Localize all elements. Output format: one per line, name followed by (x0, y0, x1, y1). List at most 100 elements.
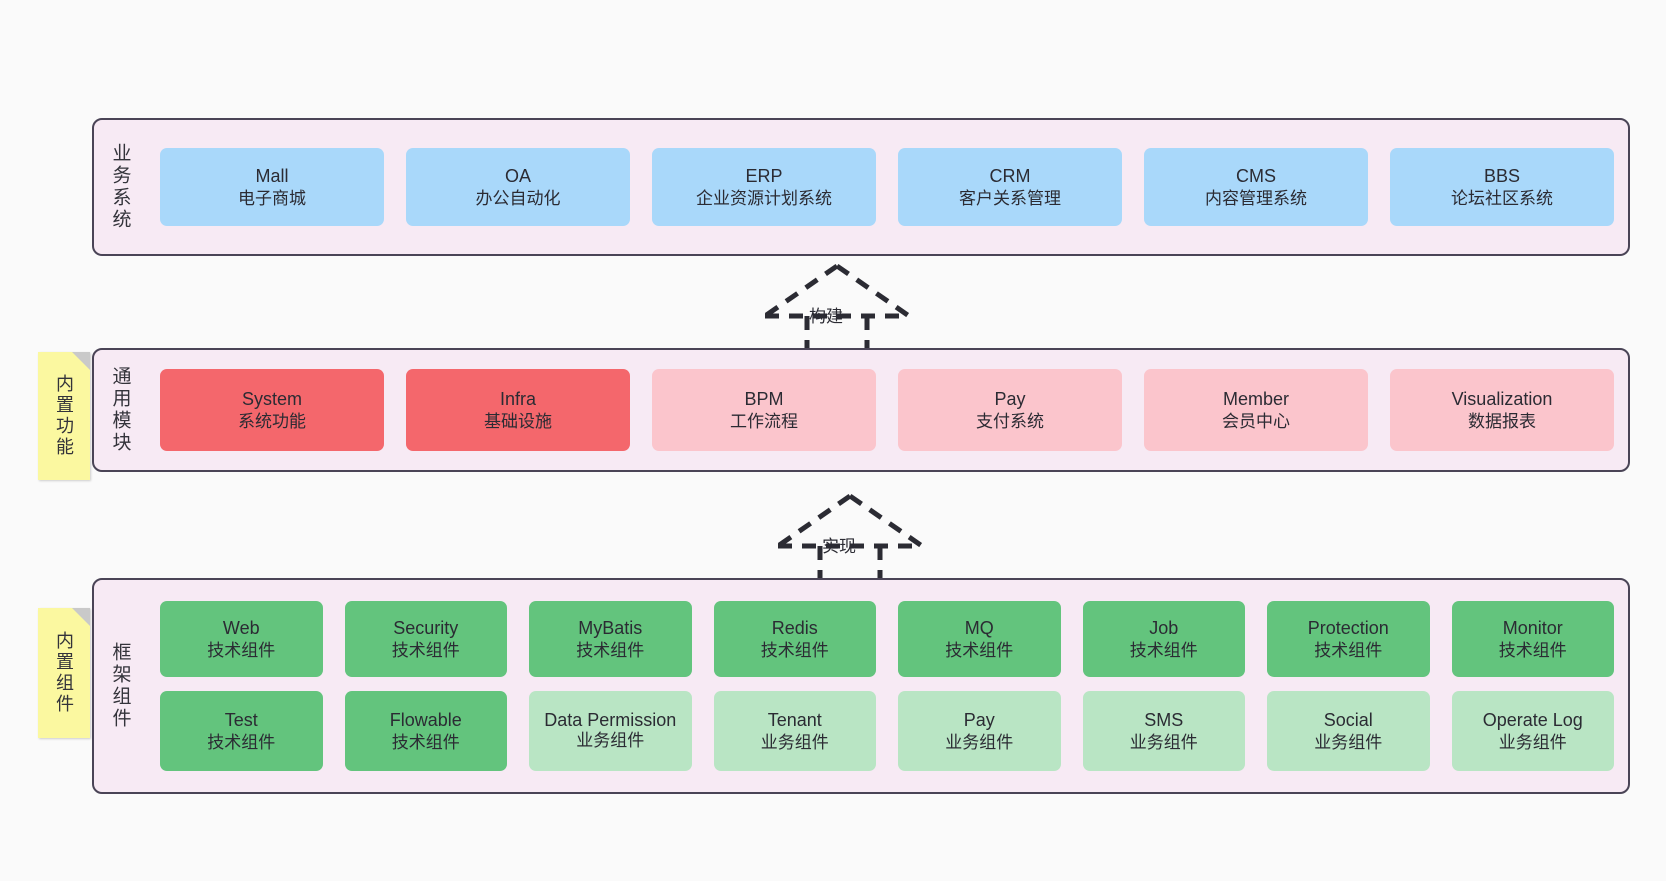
cell-row: Mall 电子商城 OA 办公自动化 ERP 企业资源计划系统 CRM 客户关系… (160, 148, 1614, 226)
node-subtitle: 基础设施 (484, 411, 552, 431)
node-title: Visualization (1451, 388, 1553, 409)
node-data-permission[interactable]: Data Permission 业务组件 (529, 691, 692, 771)
node-security[interactable]: Security 技术组件 (344, 601, 507, 677)
node-subtitle: 论坛社区系统 (1451, 188, 1553, 208)
node-title: Data Permission (544, 710, 677, 731)
node-subtitle: 技术组件 (576, 640, 645, 660)
node-title: Security (393, 617, 459, 638)
node-title: Mall (255, 165, 289, 186)
node-pay[interactable]: Pay 支付系统 (898, 369, 1122, 451)
node-subtitle: 技术组件 (207, 732, 276, 752)
node-system[interactable]: System 系统功能 (160, 369, 384, 451)
node-subtitle: 技术组件 (391, 640, 460, 660)
layer-framework-component: 框架组件 Web 技术组件 Security 技术组件 MyBatis 技术组件… (92, 578, 1630, 794)
node-title: Monitor (1502, 617, 1563, 638)
connector-build-label: 构建 (809, 307, 843, 326)
sticky-fold-icon (72, 608, 90, 626)
sticky-fold-icon (72, 352, 90, 370)
node-subtitle: 技术组件 (391, 732, 460, 752)
node-visualization[interactable]: Visualization 数据报表 (1390, 369, 1614, 451)
node-title: System (241, 388, 302, 409)
node-subtitle: 系统功能 (238, 411, 306, 431)
layer-title-common-module: 通用模块 (109, 366, 131, 454)
node-tenant[interactable]: Tenant 业务组件 (713, 691, 876, 771)
node-web[interactable]: Web 技术组件 (160, 601, 323, 677)
cell-row: System 系统功能 Infra 基础设施 BPM 工作流程 Pay 支付系统… (160, 369, 1614, 451)
node-monitor[interactable]: Monitor 技术组件 (1451, 601, 1614, 677)
node-mybatis[interactable]: MyBatis 技术组件 (529, 601, 692, 677)
node-subtitle: 数据报表 (1468, 411, 1536, 431)
layer-cells-framework-component: Web 技术组件 Security 技术组件 MyBatis 技术组件 Redi… (146, 580, 1628, 792)
node-title: Test (224, 709, 258, 730)
node-subtitle: 技术组件 (1314, 640, 1383, 660)
node-title: BPM (744, 388, 784, 409)
connector-implement: 实现 (770, 492, 930, 587)
node-title: SMS (1144, 709, 1184, 730)
connector-implement-label: 实现 (822, 537, 856, 556)
layer-cells-business-system: Mall 电子商城 OA 办公自动化 ERP 企业资源计划系统 CRM 客户关系… (146, 120, 1628, 254)
node-title: Tenant (767, 709, 822, 730)
node-subtitle: 技术组件 (207, 640, 276, 660)
node-subtitle: 业务组件 (1314, 732, 1383, 752)
layer-cells-common-module: System 系统功能 Infra 基础设施 BPM 工作流程 Pay 支付系统… (146, 350, 1628, 470)
node-protection[interactable]: Protection 技术组件 (1267, 601, 1430, 677)
node-title: Pay (963, 709, 995, 730)
node-flowable[interactable]: Flowable 技术组件 (344, 691, 507, 771)
node-bbs[interactable]: BBS 论坛社区系统 (1390, 148, 1614, 226)
node-subtitle: 业务组件 (1498, 732, 1567, 752)
node-crm[interactable]: CRM 客户关系管理 (898, 148, 1122, 226)
node-subtitle: 技术组件 (1129, 640, 1198, 660)
node-subtitle: 技术组件 (1498, 640, 1567, 660)
node-title: Web (222, 617, 260, 638)
node-test[interactable]: Test 技术组件 (160, 691, 323, 771)
node-title: Operate Log (1482, 709, 1583, 730)
layer-title-business-system: 业务系统 (109, 143, 131, 231)
node-title: MQ (964, 617, 994, 638)
sticky-note-builtin-component: 内置组件 (38, 608, 90, 738)
node-subtitle: 客户关系管理 (959, 188, 1061, 208)
sticky-note-label: 内置组件 (54, 631, 74, 715)
layer-common-module: 通用模块 System 系统功能 Infra 基础设施 BPM 工作流程 Pay… (92, 348, 1630, 472)
node-redis[interactable]: Redis 技术组件 (713, 601, 876, 677)
node-subtitle: 支付系统 (976, 411, 1044, 431)
layer-title-framework-component: 框架组件 (109, 642, 131, 730)
sticky-note-builtin-feature: 内置功能 (38, 352, 90, 480)
node-title: Flowable (389, 709, 462, 730)
node-member[interactable]: Member 会员中心 (1144, 369, 1368, 451)
node-subtitle: 业务组件 (1129, 732, 1198, 752)
node-subtitle: 工作流程 (730, 411, 798, 431)
node-erp[interactable]: ERP 企业资源计划系统 (652, 148, 876, 226)
node-cms[interactable]: CMS 内容管理系统 (1144, 148, 1368, 226)
node-infra[interactable]: Infra 基础设施 (406, 369, 630, 451)
layer-business-system: 业务系统 Mall 电子商城 OA 办公自动化 ERP 企业资源计划系统 CRM… (92, 118, 1630, 256)
node-sms[interactable]: SMS 业务组件 (1082, 691, 1245, 771)
cell-row: Web 技术组件 Security 技术组件 MyBatis 技术组件 Redi… (160, 601, 1614, 677)
node-job[interactable]: Job 技术组件 (1082, 601, 1245, 677)
node-mall[interactable]: Mall 电子商城 (160, 148, 384, 226)
node-title: Protection (1307, 617, 1389, 638)
sticky-note-label: 内置功能 (54, 374, 74, 458)
node-title: BBS (1483, 165, 1521, 186)
node-title: Job (1149, 617, 1179, 638)
node-title: ERP (745, 165, 783, 186)
cell-row: Test 技术组件 Flowable 技术组件 Data Permission … (160, 691, 1614, 771)
node-subtitle: 办公自动化 (475, 188, 561, 208)
node-subtitle: 会员中心 (1222, 411, 1290, 431)
node-title: Redis (771, 617, 818, 638)
node-oa[interactable]: OA 办公自动化 (406, 148, 630, 226)
node-social[interactable]: Social 业务组件 (1267, 691, 1430, 771)
connector-build: 构建 (757, 262, 917, 357)
node-bpm[interactable]: BPM 工作流程 (652, 369, 876, 451)
node-operate-log[interactable]: Operate Log 业务组件 (1451, 691, 1614, 771)
node-title: Pay (994, 388, 1026, 409)
node-subtitle: 业务组件 (945, 732, 1014, 752)
node-title: CMS (1236, 165, 1276, 186)
node-mq[interactable]: MQ 技术组件 (898, 601, 1061, 677)
node-pay-component[interactable]: Pay 业务组件 (898, 691, 1061, 771)
node-title: Member (1222, 388, 1289, 409)
node-title: CRM (989, 165, 1031, 186)
node-subtitle: 电子商城 (238, 188, 306, 208)
node-subtitle: 内容管理系统 (1205, 188, 1307, 208)
node-title: Infra (499, 388, 537, 409)
